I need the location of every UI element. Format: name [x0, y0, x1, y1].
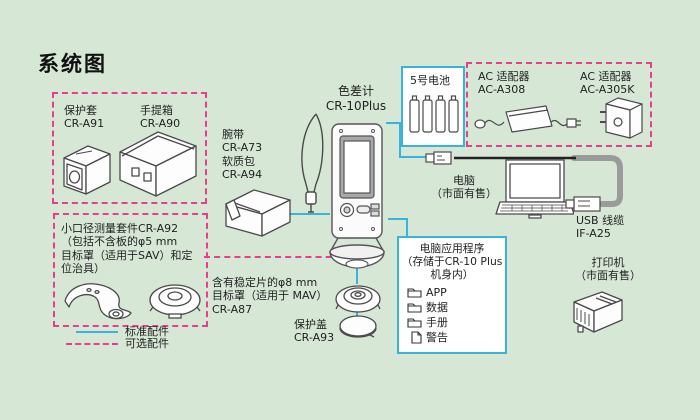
- connector-device-app: [388, 218, 408, 220]
- strap-softcase-label: 腕带 CR-A73 软质包 CR-A94: [222, 128, 262, 182]
- legend-standard-label: 标准配件: [125, 325, 169, 338]
- connector-usb-horizontal: [399, 156, 430, 158]
- mav-mask-line1: 含有稳定片的φ8 mm: [212, 276, 318, 289]
- softcase-name: 软质包: [222, 154, 255, 168]
- carrying-case-icon: [119, 131, 197, 197]
- carrying-case-name: 手提箱: [140, 104, 173, 117]
- connector-softcase-device: [288, 213, 330, 215]
- printer-note: （市面有售）: [575, 269, 641, 283]
- connector-device-mask: [356, 266, 358, 284]
- app-item-app-label: APP: [426, 285, 447, 299]
- computer-note: （市面有售）: [431, 187, 497, 201]
- app-box-title-line1: 电脑应用程序: [419, 242, 485, 255]
- file-icon: [411, 331, 422, 344]
- mav-mask-line2: 目标罩（适用于 MAV）: [212, 289, 328, 303]
- ac-a308-model: AC-A308: [478, 83, 526, 97]
- case-accessory-box: 保护套 CR-A91 手提箱 CR-A90: [52, 92, 207, 204]
- computer-label: 电脑 （市面有售）: [424, 174, 504, 201]
- app-box: 电脑应用程序 （存储于CR-10 Plus 机身内） APP 数据 手册 警告: [397, 236, 507, 354]
- carrying-case-label: 手提箱 CR-A90: [140, 104, 180, 131]
- kit-line3: 目标罩（适用于SAV）和定: [61, 248, 193, 262]
- folder-icon: [407, 318, 422, 328]
- soft-case-icon: [225, 189, 291, 237]
- legend-standard: 标准配件: [76, 325, 169, 338]
- ac-a305k-model: AC-A305K: [580, 83, 635, 97]
- app-box-title: 电脑应用程序 （存储于CR-10 Plus 机身内）: [399, 242, 505, 282]
- positioning-jig-icon: [64, 283, 132, 320]
- colorimeter-icon: [329, 123, 385, 269]
- device-label: 色差计 CR-10Plus: [320, 84, 392, 113]
- ac-a308-name: AC 适配器: [478, 70, 530, 83]
- small-aperture-kit-box: 小口径测量套件CR-A92 （包括不含板的φ5 mm 目标罩（适用于SAV）和定…: [53, 213, 208, 327]
- device-model: CR-10Plus: [325, 98, 387, 113]
- app-box-title-line2: （存储于CR-10 Plus: [401, 254, 503, 268]
- computer-name: 电脑: [453, 174, 475, 187]
- usb-cable-name: USB 线缆: [576, 214, 625, 227]
- folder-icon: [407, 288, 422, 298]
- strap-model: CR-A73: [222, 141, 263, 155]
- connector-mask-cap: [356, 310, 358, 320]
- softcase-model: CR-A94: [222, 168, 263, 182]
- app-item-data-label: 数据: [426, 300, 448, 314]
- app-item-warning-label: 警告: [426, 330, 448, 344]
- wrist-strap-icon: [301, 113, 324, 213]
- mav-target-mask-icon: [335, 285, 381, 313]
- battery-label: 5号电池: [410, 74, 450, 87]
- protective-case-name: 保护套: [64, 104, 97, 117]
- protective-case-label: 保护套 CR-A91: [64, 104, 104, 131]
- legend-standard-line: [76, 330, 118, 333]
- protective-case-icon: [63, 145, 111, 195]
- legend-optional-label: 可选配件: [125, 337, 169, 350]
- ac-adapter-box: AC 适配器 AC-A308 AC 适配器 AC-A305K: [466, 62, 652, 147]
- carrying-case-model: CR-A90: [140, 117, 181, 131]
- protective-case-model: CR-A91: [64, 117, 105, 131]
- app-item-warning: 警告: [411, 330, 505, 345]
- laptop-icon: [495, 159, 574, 219]
- connector-app-vertical: [406, 218, 408, 237]
- app-item-data: 数据: [407, 300, 505, 315]
- folder-icon: [407, 303, 422, 313]
- printer-icon: [573, 291, 623, 333]
- kit-line2: （包括不含板的φ5 mm: [61, 235, 178, 249]
- app-item-app: APP: [407, 285, 505, 300]
- ac-a305k-label: AC 适配器 AC-A305K: [580, 70, 634, 97]
- ac-a308-label: AC 适配器 AC-A308: [478, 70, 530, 97]
- app-item-manual: 手册: [407, 315, 505, 330]
- device-name: 色差计: [337, 84, 374, 98]
- printer-label: 打印机 （市面有售）: [566, 256, 650, 283]
- sav-target-mask-icon: [149, 284, 201, 319]
- ac-a305k-name: AC 适配器: [580, 70, 632, 83]
- strap-name: 腕带: [222, 128, 244, 141]
- mav-mask-label: 含有稳定片的φ8 mm 目标罩（适用于 MAV） CR-A87: [212, 276, 327, 316]
- ac-a305k-icon: [600, 97, 643, 139]
- cap-model: CR-A93: [294, 331, 335, 345]
- kit-line4: 位治具）: [61, 262, 105, 276]
- printer-name: 打印机: [591, 256, 625, 269]
- page-title: 系统图: [38, 52, 107, 76]
- battery-icon: [409, 95, 459, 134]
- ac-a308-icon: [474, 105, 581, 133]
- legend-optional-line: [66, 342, 118, 345]
- connector-battery-usb-vertical: [399, 122, 401, 158]
- connector-kit-device-horizontal: [204, 256, 352, 258]
- battery-box: 5号电池: [401, 66, 465, 147]
- cap-name: 保护盖: [294, 318, 327, 331]
- protective-cap-icon: [339, 315, 377, 338]
- usb-cable-icon: [425, 151, 623, 212]
- usb-cable-label: USB 线缆 IF-A25: [576, 214, 624, 241]
- mav-mask-model: CR-A87: [212, 302, 253, 316]
- app-item-manual-label: 手册: [426, 315, 448, 329]
- cap-label: 保护盖 CR-A93: [294, 318, 334, 345]
- small-aperture-kit-label: 小口径测量套件CR-A92 （包括不含板的φ5 mm 目标罩（适用于SAV）和定…: [61, 222, 201, 276]
- kit-line1: 小口径测量套件CR-A92: [61, 222, 179, 235]
- usb-cable-model: IF-A25: [576, 227, 611, 241]
- app-box-title-line3: 机身内）: [430, 267, 474, 281]
- connector-device-battery: [386, 122, 403, 124]
- legend-optional: 可选配件: [66, 337, 169, 350]
